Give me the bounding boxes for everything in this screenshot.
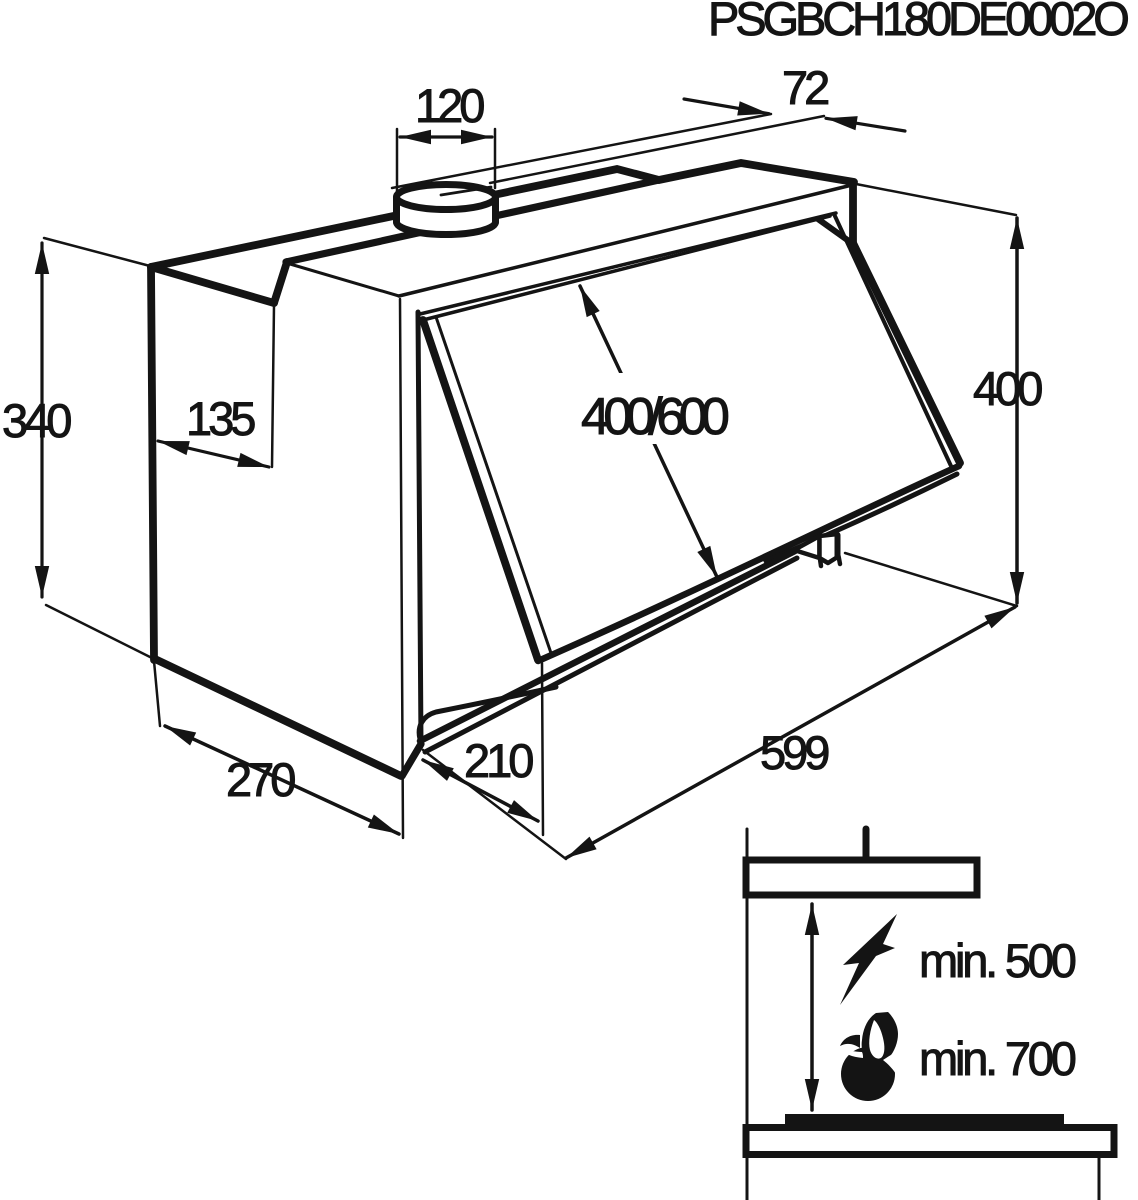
svg-text:340: 340 [2,394,71,447]
svg-text:400/600: 400/600 [581,388,728,446]
svg-text:270: 270 [226,753,295,806]
svg-text:min. 500: min. 500 [919,934,1076,987]
svg-text:120: 120 [415,79,484,132]
svg-text:210: 210 [464,734,533,787]
svg-text:min. 700: min. 700 [919,1032,1076,1085]
svg-text:72: 72 [782,61,828,114]
svg-text:400: 400 [973,362,1042,415]
svg-text:599: 599 [760,726,828,779]
svg-text:135: 135 [186,392,255,445]
svg-text:PSGBCH180DE0002O: PSGBCH180DE0002O [708,0,1128,45]
